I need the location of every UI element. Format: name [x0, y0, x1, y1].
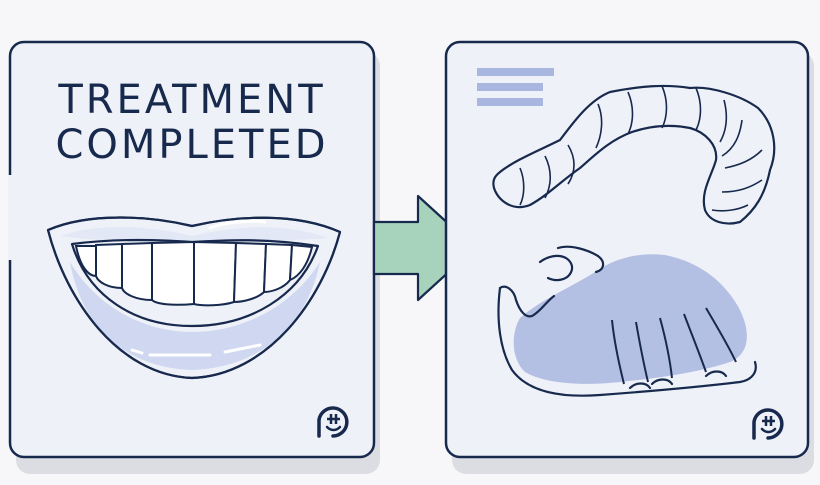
upper-teeth: [74, 240, 314, 307]
placeholder-line: [477, 68, 554, 76]
smile-illustration: [46, 216, 342, 380]
tooth: [95, 242, 123, 290]
placeholder-text-lines: [477, 68, 554, 106]
retainer-clasp: [538, 254, 574, 282]
tooth: [232, 241, 268, 304]
lip-highlight: [130, 348, 144, 355]
retainer-wire-lines: [611, 307, 737, 385]
title-line-1: TREATMENT: [57, 77, 325, 123]
clear-aligner-illustration: [492, 84, 776, 225]
retainer-clasp: [498, 285, 556, 318]
lower-lip: [70, 262, 320, 370]
aligner-body: [492, 84, 776, 225]
retainer-clasp: [628, 370, 728, 390]
tooth: [121, 241, 153, 302]
tooth: [288, 243, 314, 282]
aligner-tooth-lines: [519, 85, 763, 212]
placeholder-line: [477, 98, 543, 106]
retainer-frame: [497, 286, 757, 397]
mouth-inside: [70, 238, 320, 328]
brand-logo-icon: [752, 408, 784, 440]
title-line-2: COMPLETED: [55, 122, 328, 168]
retainer-illustration: [497, 245, 757, 397]
lip-highlight: [208, 219, 267, 230]
brand-logo-icon: [317, 406, 349, 438]
placeholder-line: [477, 83, 543, 91]
right-panel: [444, 40, 814, 474]
retainer-plate: [513, 254, 747, 384]
lips-outline: [46, 216, 342, 380]
tooth: [151, 240, 195, 306]
left-panel: TREATMENT COMPLETED: [8, 40, 380, 474]
tooth: [193, 240, 238, 307]
lip-highlight: [223, 343, 262, 354]
retainer-wire: [556, 245, 605, 274]
